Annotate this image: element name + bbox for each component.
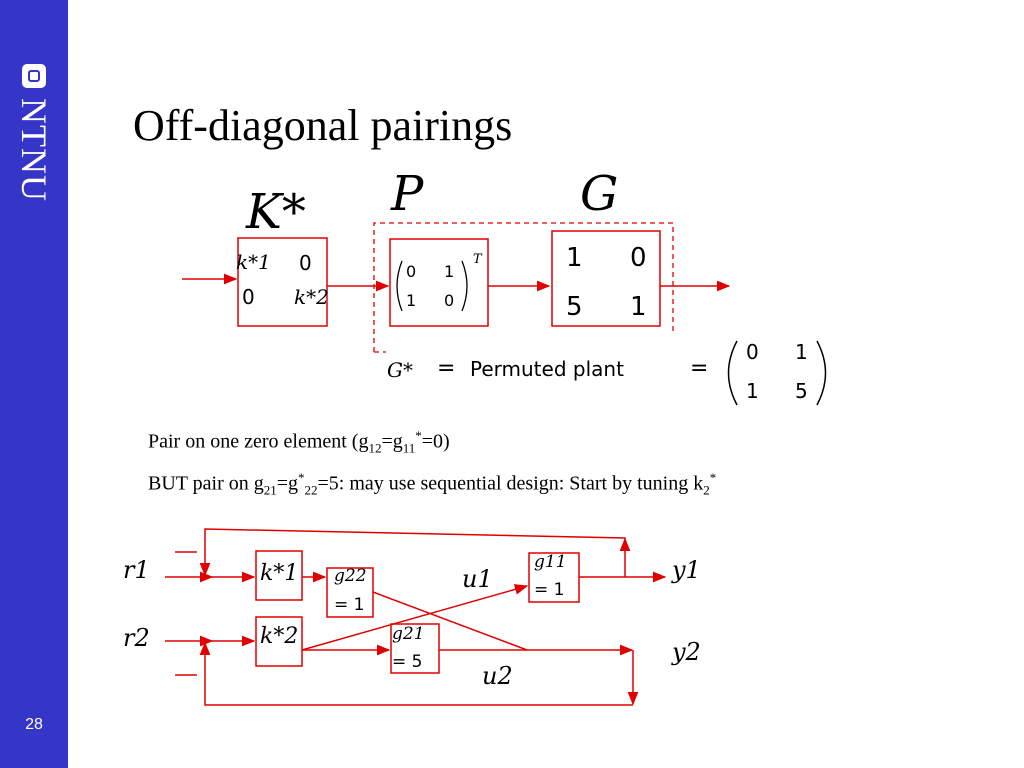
g11-label: g11 bbox=[534, 552, 567, 572]
k1-label: k*1 bbox=[260, 561, 299, 586]
k-star-label: K* bbox=[246, 184, 306, 240]
k-r1c1: k*1 bbox=[236, 250, 271, 274]
k1-block bbox=[255, 550, 303, 601]
permuted-plant-outline bbox=[373, 222, 674, 352]
gstar-equals-2: = bbox=[690, 356, 709, 381]
u2-label: u2 bbox=[482, 662, 513, 690]
u1-label: u1 bbox=[462, 565, 493, 593]
k-star-box bbox=[237, 237, 328, 327]
g-r1c2: 0 bbox=[630, 243, 647, 273]
gstar-equals-1: = bbox=[437, 356, 456, 381]
p-r2c2: 0 bbox=[444, 291, 455, 310]
brand-name: NTNU bbox=[14, 98, 54, 202]
r1-label: r1 bbox=[123, 556, 150, 584]
k-r2c2: k*2 bbox=[294, 285, 329, 309]
g-r2c1: 5 bbox=[566, 292, 583, 322]
p-r1c2: 1 bbox=[444, 262, 455, 281]
p-r1c1: 0 bbox=[406, 262, 417, 281]
y2-label: y2 bbox=[672, 638, 701, 666]
slide-title: Off-diagonal pairings bbox=[133, 101, 513, 150]
r2-label: r2 bbox=[123, 624, 150, 652]
g-label: G bbox=[580, 166, 619, 222]
page-number: 28 bbox=[25, 716, 43, 733]
gstar-text: Permuted plant bbox=[470, 357, 624, 381]
p-transpose: T bbox=[473, 252, 482, 267]
g-box bbox=[551, 230, 661, 327]
g21-label: g21 bbox=[392, 624, 425, 644]
p-r2c1: 1 bbox=[406, 291, 417, 310]
p-box bbox=[389, 238, 489, 327]
g22-value: = 1 bbox=[334, 595, 365, 615]
y1-label: y1 bbox=[672, 556, 701, 584]
gstar-r1c1: 0 bbox=[746, 340, 759, 364]
gstar-r2c2: 5 bbox=[795, 379, 808, 403]
k-r2c1: 0 bbox=[242, 285, 255, 309]
g-r1c1: 1 bbox=[566, 243, 583, 273]
k2-block bbox=[255, 616, 303, 667]
gstar-r1c2: 1 bbox=[795, 340, 808, 364]
g-r2c2: 1 bbox=[630, 292, 647, 322]
g22-label: g22 bbox=[334, 566, 367, 586]
g21-value: = 5 bbox=[392, 652, 423, 672]
k-r1c2: 0 bbox=[299, 251, 312, 275]
gstar-r2c1: 1 bbox=[746, 379, 759, 403]
bullet-sequential-design: BUT pair on g21=g*22=5: may use sequenti… bbox=[148, 470, 717, 498]
bullet-zero-element: Pair on one zero element (g12=g11*=0) bbox=[148, 428, 450, 456]
sidebar: NTNU 28 bbox=[0, 0, 68, 768]
g11-value: = 1 bbox=[534, 580, 565, 600]
g21-block bbox=[390, 623, 440, 674]
ntnu-logo-icon bbox=[22, 64, 46, 88]
gstar-lhs: G* bbox=[387, 358, 413, 382]
k2-label: k*2 bbox=[260, 624, 299, 649]
p-label: P bbox=[391, 166, 424, 222]
